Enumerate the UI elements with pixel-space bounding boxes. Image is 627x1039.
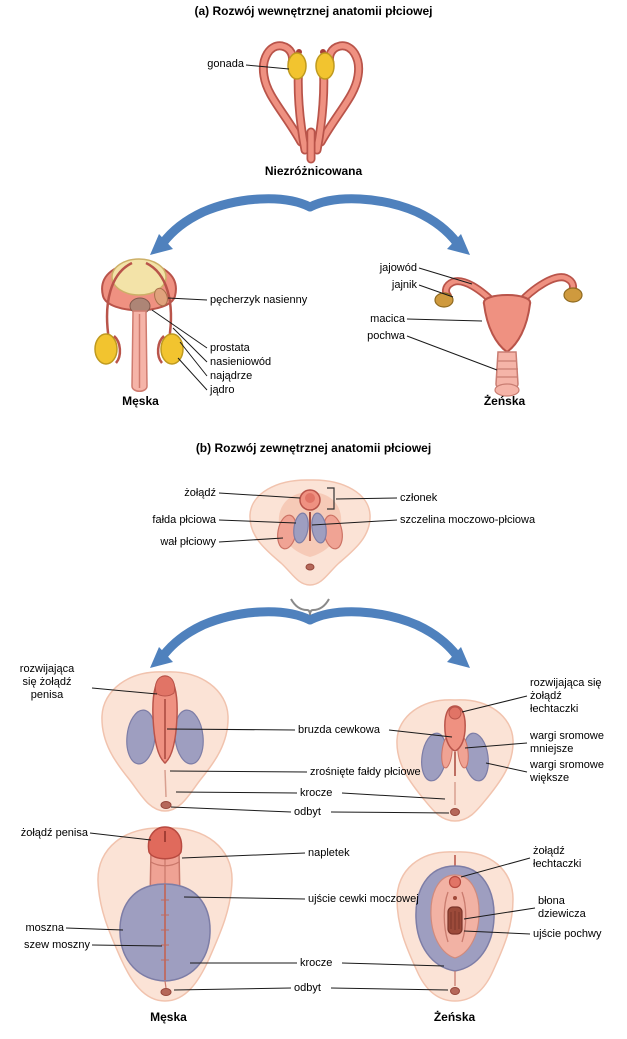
label-bruzda-cewkowa: bruzda cewkowa — [298, 724, 380, 736]
leader-ujscie-cewki — [183, 896, 306, 900]
leader-moszna — [65, 927, 124, 931]
label-zoladz-lechtaczki: żołądź łechtaczki — [533, 845, 582, 870]
leader-zoladz-penisa — [89, 832, 152, 841]
label-wargi-mniejsze: wargi sromowe mniejsze — [530, 730, 604, 755]
leader-krocze-mid-right — [341, 792, 446, 800]
leader-zrosniete — [169, 770, 308, 773]
label-zoladz: żołądź — [184, 487, 216, 499]
leader-wargi-mniejsze — [464, 742, 528, 749]
leader-odbyt-mid-right — [330, 811, 450, 814]
czlonek-bracket — [327, 487, 335, 510]
leader-bruzda-right — [388, 729, 453, 738]
label-moszna: moszna — [25, 922, 64, 934]
label-szczelina: szczelina moczowo-płciowa — [400, 514, 536, 526]
split-arrow-b — [150, 612, 470, 668]
label-macica: macica — [370, 313, 405, 325]
leader-pochwa — [406, 335, 498, 371]
label-szew-moszny: szew moszny — [23, 939, 90, 951]
middle-female-external-figure — [396, 699, 514, 822]
leader-szew — [91, 944, 163, 947]
label-blona-dziewicza: błona dziewicza — [538, 895, 586, 920]
leader-gonada — [245, 64, 290, 70]
label-gonada: gonada — [207, 58, 244, 70]
leader-bruzda-left — [166, 728, 296, 731]
section-a-title: (a) Rozwój wewnętrznej anatomii płciowej — [194, 4, 433, 18]
label-zrosniete-faldy: zrośnięte fałdy płciowe — [310, 766, 421, 778]
label-zoladz-penisa: żołądź penisa — [20, 827, 88, 839]
leader-krocze-bot-right — [341, 962, 445, 967]
leader-jajnik — [418, 284, 454, 298]
leader-jadro — [177, 357, 208, 391]
leader-dev-glans-clit — [461, 695, 528, 713]
label-dev-glans-penis: rozwijająca się żołądź penisa — [19, 663, 75, 701]
label-wal-plciowy: wał płciowy — [160, 536, 216, 548]
label-ujscie-pochwy: ujście pochwy — [533, 928, 602, 940]
leader-zoladz-lechtaczki — [460, 857, 531, 878]
label-krocze-mid: krocze — [300, 787, 333, 799]
undifferentiated-internal-figure — [258, 41, 364, 164]
leader-krocze-mid-left — [175, 791, 298, 794]
middle-male-external-figure — [101, 671, 229, 812]
undifferentiated-external-figure — [249, 479, 371, 586]
caption-meska-b: Męska — [150, 1010, 187, 1024]
brace-icon — [290, 598, 330, 616]
leader-napletek — [181, 852, 306, 859]
leader-czlonek — [335, 497, 398, 500]
leader-szczelina — [311, 519, 398, 526]
leader-zoladz — [218, 492, 301, 499]
label-odbyt-bot: odbyt — [294, 982, 321, 994]
label-pochwa: pochwa — [367, 330, 405, 342]
bottom-female-external-figure — [396, 851, 514, 1002]
leader-odbyt-bot-left — [173, 987, 292, 991]
leader-jajowod — [418, 267, 473, 285]
leader-macica — [406, 318, 483, 322]
label-dev-glans-clit: rozwijająca się żołądź łechtaczki — [530, 677, 602, 715]
label-jajnik: jajnik — [391, 279, 417, 291]
leader-odbyt-mid-left — [170, 806, 292, 813]
leader-prostata — [151, 309, 208, 349]
leader-odbyt-bot-right — [330, 987, 449, 991]
label-pecherzyk-nasienny: pęcherzyk nasienny — [210, 294, 308, 306]
caption-zenska-b: Żeńska — [433, 1010, 476, 1024]
label-nasieniowod: nasieniowód — [210, 356, 272, 368]
leader-lines — [65, 64, 536, 991]
split-arrow-a — [150, 199, 470, 255]
label-ujscie-cewki: ujście cewki moczowej — [308, 893, 419, 905]
label-jadro: jądro — [210, 384, 235, 396]
label-krocze-bot: krocze — [300, 957, 333, 969]
bottom-male-external-figure — [97, 826, 233, 1002]
label-czlonek: członek — [400, 492, 438, 504]
leader-wargi-wieksze — [485, 762, 528, 773]
leader-najadrze — [179, 341, 208, 377]
male-internal-figure — [94, 258, 184, 392]
label-odbyt-mid: odbyt — [294, 806, 321, 818]
female-internal-figure — [434, 273, 583, 397]
label-falda-plciowa: fałda płciowa — [152, 514, 216, 526]
leader-ujscie-pochwy — [463, 930, 531, 935]
label-prostata: prostata — [210, 342, 250, 354]
caption-undifferentiated: Niezróżnicowana — [264, 164, 363, 178]
leader-pecherzyk — [167, 297, 208, 301]
leader-dev-glans-penis — [91, 687, 158, 695]
label-wargi-wieksze: wargi sromowe większe — [530, 759, 604, 784]
label-jajowod: jajowód — [379, 262, 417, 274]
caption-meska-a: Męska — [122, 394, 159, 408]
caption-zenska-a: Żeńska — [483, 394, 526, 408]
leader-falda — [218, 519, 297, 524]
label-najadrze: najądrze — [210, 370, 253, 382]
leader-wal — [218, 537, 284, 543]
label-napletek: napletek — [308, 847, 350, 859]
leader-blona — [463, 907, 536, 920]
leader-nasieniowod — [172, 327, 208, 363]
section-b-title: (b) Rozwój zewnętrznej anatomii płciowej — [195, 441, 432, 455]
